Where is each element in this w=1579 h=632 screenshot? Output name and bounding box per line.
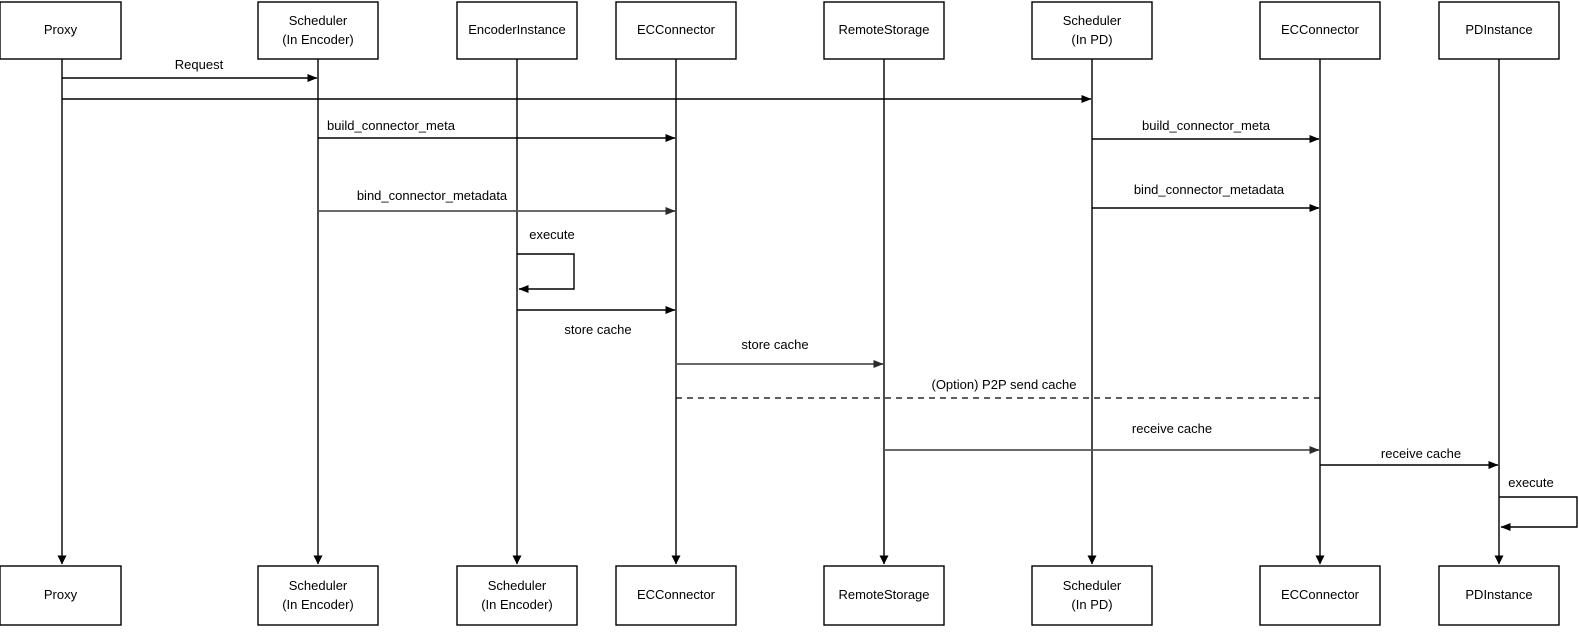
participant-label-line1: Scheduler [488, 578, 547, 593]
participant-box-rect [1259, 1, 1381, 60]
participant-label-line2: (In PD) [1071, 597, 1112, 612]
participant-box-rect [615, 1, 737, 60]
message-label: bind_connector_metadata [1134, 182, 1285, 197]
message-m9[interactable]: receive cache [884, 421, 1320, 454]
message-m5[interactable]: bind_connector_metadata [318, 188, 676, 215]
self-call-s1[interactable]: execute [517, 227, 575, 293]
lifelines-layer [57, 59, 1504, 565]
participant-label-line2: (In Encoder) [481, 597, 553, 612]
message-label: receive cache [1381, 446, 1461, 461]
participant-label-line2: (In Encoder) [282, 32, 354, 47]
participant-box-top-ecc_pd[interactable]: ECConnector [1259, 1, 1381, 60]
participant-label-line1: Scheduler [1063, 578, 1122, 593]
participant-label-line2: (In Encoder) [282, 597, 354, 612]
participant-label-line1: ECConnector [1281, 587, 1360, 602]
participant-box-rect [1259, 565, 1381, 626]
message-label: build_connector_meta [1142, 118, 1271, 133]
participant-box-rect [0, 565, 122, 626]
message-label: build_connector_meta [327, 118, 456, 133]
participant-label-line1: PDInstance [1465, 22, 1532, 37]
participant-label-line1: ECConnector [1281, 22, 1360, 37]
participant-label-line2: (In PD) [1071, 32, 1112, 47]
participant-box-rect [257, 565, 379, 626]
participant-box-top-sched_enc[interactable]: Scheduler (In Encoder) [257, 1, 379, 60]
self-call-label: execute [529, 227, 575, 242]
participant-box-rect [456, 1, 578, 60]
message-label: Request [175, 57, 224, 72]
message-label: bind_connector_metadata [357, 188, 508, 203]
participant-label-line1: EncoderInstance [468, 22, 566, 37]
participant-box-rect [615, 565, 737, 626]
participant-box-top-remote[interactable]: RemoteStorage [823, 1, 945, 60]
participant-label-line1: Scheduler [289, 13, 348, 28]
messages-layer: Request build_connector_meta build_connect… [62, 57, 1499, 469]
participant-box-top-encoder_inst[interactable]: EncoderInstance [456, 1, 578, 60]
participant-box-rect [823, 565, 945, 626]
self-call-path [1499, 496, 1578, 531]
participant-box-rect [0, 1, 122, 60]
dashed-note-label: (Option) P2P send cache [931, 377, 1076, 392]
participant-box-top-pd_inst[interactable]: PDInstance [1438, 1, 1560, 60]
participant-label-line1: Proxy [44, 22, 78, 37]
self-call-label: execute [1508, 475, 1554, 490]
participant-box-bottom-ecc_pd[interactable]: ECConnector [1259, 565, 1381, 626]
participant-label-line1: PDInstance [1465, 587, 1532, 602]
message-m8[interactable]: store cache [676, 337, 884, 368]
participant-box-bottom-proxy[interactable]: Proxy [0, 565, 122, 626]
participant-box-rect [1031, 1, 1153, 60]
participant-box-rect [1438, 1, 1560, 60]
participant-box-rect [1031, 565, 1153, 626]
message-m4[interactable]: build_connector_meta [1092, 118, 1320, 143]
message-m1[interactable]: Request [62, 57, 318, 82]
participant-box-bottom-remote[interactable]: RemoteStorage [823, 565, 945, 626]
message-m7[interactable]: store cache [517, 306, 676, 337]
participant-box-bottom-encoder_inst[interactable]: Scheduler (In Encoder) [456, 565, 578, 626]
participant-box-top-proxy[interactable]: Proxy [0, 1, 122, 60]
dashed-note-d1[interactable]: (Option) P2P send cache [676, 377, 1320, 399]
message-m3[interactable]: build_connector_meta [318, 118, 676, 142]
message-label: store cache [564, 322, 631, 337]
participant-label-line1: RemoteStorage [838, 22, 929, 37]
self-call-s2[interactable]: execute [1499, 475, 1578, 531]
participant-label-line1: Scheduler [1063, 13, 1122, 28]
participant-label-line1: RemoteStorage [838, 587, 929, 602]
participant-box-bottom-pd_inst[interactable]: PDInstance [1438, 565, 1560, 626]
participant-box-bottom-sched_enc[interactable]: Scheduler (In Encoder) [257, 565, 379, 626]
participant-label-line1: ECConnector [637, 22, 716, 37]
participant-box-bottom-sched_pd[interactable]: Scheduler (In PD) [1031, 565, 1153, 626]
self-call-path [517, 253, 575, 293]
participant-box-bottom-ecc_enc[interactable]: ECConnector [615, 565, 737, 626]
participant-label-line1: Proxy [44, 587, 78, 602]
message-m6[interactable]: bind_connector_metadata [1092, 182, 1320, 212]
participant-box-top-sched_pd[interactable]: Scheduler (In PD) [1031, 1, 1153, 60]
message-m10[interactable]: receive cache [1320, 446, 1499, 469]
participant-label-line1: ECConnector [637, 587, 716, 602]
message-label: receive cache [1132, 421, 1212, 436]
participant-box-rect [1438, 565, 1560, 626]
participant-box-rect [456, 565, 578, 626]
participant-box-top-ecc_enc[interactable]: ECConnector [615, 1, 737, 60]
message-label: store cache [741, 337, 808, 352]
participant-box-rect [823, 1, 945, 60]
participant-box-rect [257, 1, 379, 60]
self-calls-layer: execute execute [517, 227, 1578, 531]
participant-label-line1: Scheduler [289, 578, 348, 593]
